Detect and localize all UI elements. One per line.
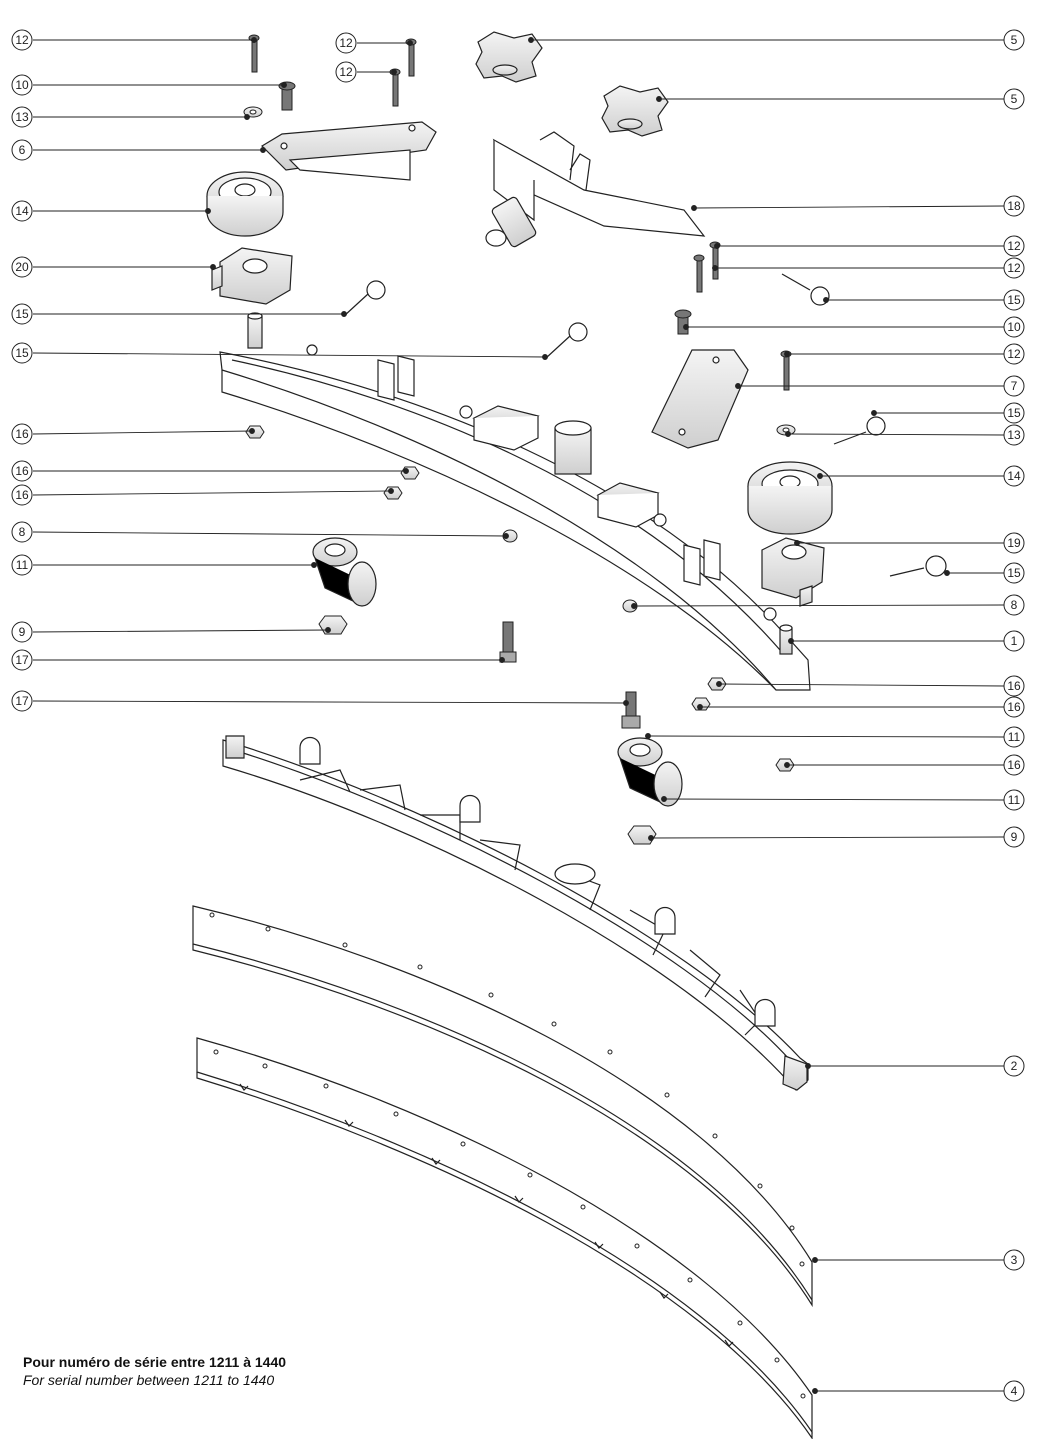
callout-number: 6	[19, 143, 26, 157]
squeegee-blade-front	[192, 905, 813, 1308]
callouts-right	[1003, 29, 1025, 1402]
callout-number: 1	[1011, 634, 1018, 648]
clamp-block-right	[761, 537, 825, 607]
callout-number: 11	[1008, 730, 1021, 744]
callout-number: 8	[1011, 598, 1018, 612]
callout-number: 17	[15, 694, 29, 708]
callout-number: 9	[19, 625, 26, 639]
squeegee-frame	[222, 735, 809, 1091]
leader-lines-left	[32, 37, 629, 706]
callout-number: 15	[1007, 566, 1021, 580]
callout-number: 13	[15, 110, 29, 124]
callout-number: 2	[1011, 1059, 1018, 1073]
caster-wheel-right	[617, 737, 683, 807]
callout-number: 16	[1007, 758, 1021, 772]
blade-holes-front	[209, 912, 805, 1267]
callout-number: 17	[15, 653, 29, 667]
callout-number: 12	[1007, 261, 1021, 275]
callout-number: 14	[15, 204, 29, 218]
callout-number: 14	[1007, 469, 1021, 483]
note-french: Pour numéro de série entre 1211 à 1440	[23, 1354, 287, 1370]
callout-number: 16	[1007, 700, 1021, 714]
callout-number: 15	[15, 307, 29, 321]
callout-number: 13	[1007, 428, 1021, 442]
callout-number: 18	[1007, 199, 1021, 213]
callout-number: 5	[1011, 33, 1018, 47]
roller-wheel-right	[747, 461, 833, 535]
ring-pins	[343, 273, 947, 577]
callout-number: 7	[1011, 379, 1018, 393]
blade-holes-rear	[213, 1049, 806, 1399]
knob-top	[475, 31, 543, 83]
callout-number: 11	[16, 558, 29, 572]
callout-number: 4	[1011, 1384, 1018, 1398]
callout-labels-left: 12 12 12 10 13 6 14 20 15 15 16 16 16 8 …	[15, 33, 353, 708]
squeegee-body	[219, 312, 811, 691]
callout-number: 12	[1007, 239, 1021, 253]
plate-bracket	[261, 121, 437, 181]
callout-number: 5	[1011, 92, 1018, 106]
callout-number: 11	[1008, 793, 1021, 807]
callout-number: 10	[15, 78, 29, 92]
callout-number: 16	[15, 464, 29, 478]
callout-number: 20	[15, 260, 29, 274]
callout-number: 16	[15, 427, 29, 441]
callout-number: 9	[1011, 830, 1018, 844]
angled-plate	[651, 349, 749, 449]
note-english: For serial number between 1211 to 1440	[23, 1372, 275, 1388]
callout-number: 10	[1007, 320, 1021, 334]
callout-number: 8	[19, 525, 26, 539]
callout-number: 12	[339, 65, 353, 79]
clamp-block-left	[211, 247, 293, 305]
callout-number: 16	[1007, 679, 1021, 693]
callout-number: 12	[339, 36, 353, 50]
callout-number: 12	[1007, 347, 1021, 361]
callout-number: 15	[15, 346, 29, 360]
squeegee-blade-rear	[196, 1037, 813, 1439]
callout-number: 3	[1011, 1253, 1018, 1267]
roller-wheel-left	[206, 171, 284, 237]
serial-number-note: Pour numéro de série entre 1211 à 1440 F…	[23, 1353, 286, 1389]
callout-number: 16	[15, 488, 29, 502]
callouts-left	[11, 29, 357, 712]
caster-wheel-left	[312, 537, 377, 607]
screws	[248, 34, 792, 729]
mount-bracket	[485, 131, 706, 248]
leader-lines-right	[528, 37, 1005, 1394]
callout-number: 15	[1007, 406, 1021, 420]
knob-middle	[601, 85, 669, 137]
callout-labels-right: 5 5 18 12 12 15 10 12 7 15 13 14 19 15 8…	[1007, 33, 1021, 1398]
callout-number: 19	[1007, 536, 1021, 550]
callout-number: 15	[1007, 293, 1021, 307]
callout-number: 12	[15, 33, 29, 47]
